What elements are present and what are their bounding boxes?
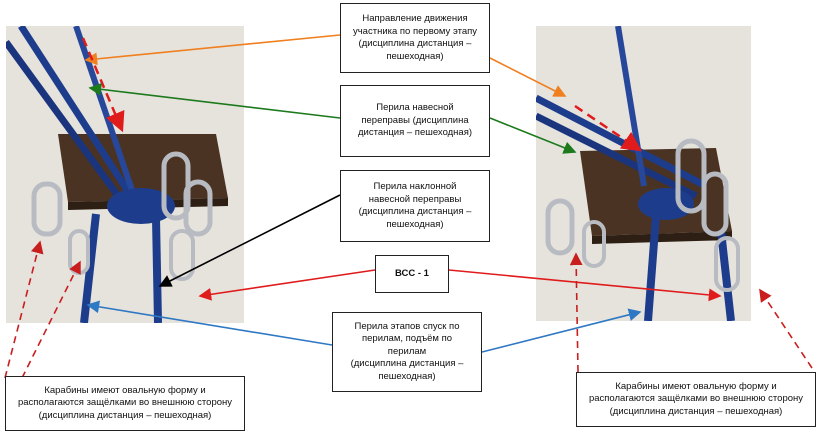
carabiner-1 <box>31 181 63 237</box>
rope-hanging-2 <box>6 39 127 207</box>
callout-bss: ВСС - 1 <box>375 255 449 293</box>
callout-direction: Направление движения участника по первом… <box>340 3 490 73</box>
photo-left-anchor <box>6 26 244 323</box>
callout-carabiners-right: Карабины имеют овальную форму и располаг… <box>576 372 816 427</box>
rope-knot <box>107 188 175 224</box>
callout-descent-rope: Перила этапов спуск по перилам, подъём п… <box>332 312 482 392</box>
rope-descent-2 <box>717 230 735 321</box>
anchor-plate-edge <box>592 231 732 244</box>
carabiner-3 <box>675 138 707 214</box>
arrow-carabiner-right-2 <box>759 288 813 369</box>
carabiner-1 <box>545 198 575 256</box>
rope-descent-1 <box>80 213 100 323</box>
rope-descent-1 <box>644 215 660 321</box>
callout-inclined-rope: Перила наклонной навесной переправы (дис… <box>340 170 490 242</box>
rope-knot <box>638 188 694 220</box>
photo-right-anchor <box>536 26 751 321</box>
carabiner-2 <box>582 220 606 268</box>
carabiner-5 <box>714 236 740 292</box>
photo-right-scene <box>536 26 751 321</box>
rope-descent-2 <box>152 217 162 323</box>
carabiner-4 <box>701 171 729 237</box>
callout-hanging-rope: Перила навесной переправы (дисциплина ди… <box>340 85 490 157</box>
rope-hanging-1 <box>18 26 134 198</box>
callout-carabiners-left: Карабины имеют овальную форму и располаг… <box>5 376 245 431</box>
photo-left-scene <box>6 26 244 323</box>
